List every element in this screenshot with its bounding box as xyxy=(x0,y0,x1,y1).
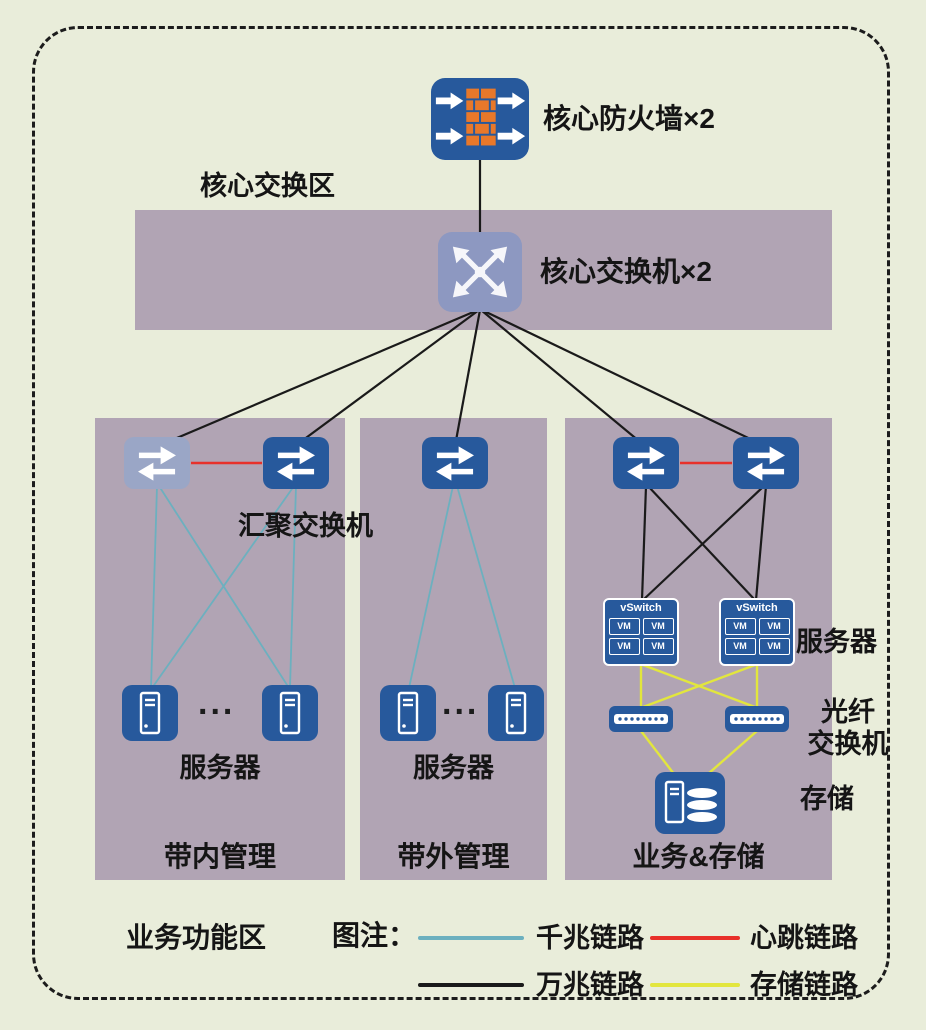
zone-inband-label: 带内管理 xyxy=(163,841,276,872)
firewall-label: 核心防火墙×2 xyxy=(543,103,715,134)
server-icon xyxy=(122,685,178,741)
server-icon xyxy=(380,685,436,741)
agg-switch-label: 汇聚交换机 xyxy=(238,511,373,541)
legend-line-10gigabit xyxy=(418,983,524,987)
core-switch-label: 核心交换机×2 xyxy=(540,256,712,287)
vswitch-server-label: 服务器 xyxy=(796,627,877,657)
zone-business-label: 业务&存储 xyxy=(632,841,765,872)
legend-label-storage: 存储链路 xyxy=(750,970,858,1000)
business-switch-2-icon xyxy=(733,437,799,489)
diagram-border xyxy=(32,26,890,1000)
core-switch-icon xyxy=(438,232,522,312)
zone-outband-label: 带外管理 xyxy=(397,841,510,872)
legend-label-gigabit: 千兆链路 xyxy=(536,923,644,953)
firewall-icon xyxy=(431,78,529,160)
legend-line-storage xyxy=(650,983,740,987)
vswitch-server-icon: vSwitch VM VM VM VM xyxy=(719,598,795,666)
vm-tile: VM xyxy=(608,618,640,635)
core-zone-title: 核心交换区 xyxy=(200,171,335,201)
legend-label-heartbeat: 心跳链路 xyxy=(750,923,858,953)
business-switch-1-icon xyxy=(613,437,679,489)
server-icon xyxy=(262,685,318,741)
fiber-switch-icon xyxy=(609,706,673,732)
vm-tile: VM xyxy=(724,638,756,655)
zone-inband-management xyxy=(95,418,345,880)
legend-line-heartbeat xyxy=(650,936,740,940)
vswitch-title: vSwitch xyxy=(736,602,778,614)
fiber-label-line2: 交换机 xyxy=(807,729,889,759)
vm-tile: VM xyxy=(642,638,674,655)
vm-tile: VM xyxy=(642,618,674,635)
zone-outband-management xyxy=(360,418,547,880)
server-icon xyxy=(488,685,544,741)
vm-tile: VM xyxy=(608,638,640,655)
ellipsis: ... xyxy=(198,684,236,722)
storage-label: 存储 xyxy=(800,784,854,814)
vm-tile: VM xyxy=(758,618,790,635)
agg-switch-icon xyxy=(263,437,329,489)
server-label: 服务器 xyxy=(179,753,261,783)
legend-line-gigabit xyxy=(418,936,524,940)
storage-icon xyxy=(655,772,725,834)
vm-tile: VM xyxy=(758,638,790,655)
fiber-switch-icon xyxy=(725,706,789,732)
vswitch-title: vSwitch xyxy=(620,602,662,614)
outband-switch-icon xyxy=(422,437,488,489)
fiber-switch-label: 光纤 交换机 xyxy=(798,696,898,760)
agg-switch-ghost-icon xyxy=(124,437,190,489)
vm-tile: VM xyxy=(724,618,756,635)
function-zone-label: 业务功能区 xyxy=(126,922,267,953)
ellipsis: ... xyxy=(442,684,480,722)
legend-title: 图注： xyxy=(332,920,417,951)
legend-label-10gigabit: 万兆链路 xyxy=(536,970,644,1000)
vswitch-server-icon: vSwitch VM VM VM VM xyxy=(603,598,679,666)
server-label: 服务器 xyxy=(413,753,494,783)
fiber-label-line1: 光纤 xyxy=(821,697,875,727)
